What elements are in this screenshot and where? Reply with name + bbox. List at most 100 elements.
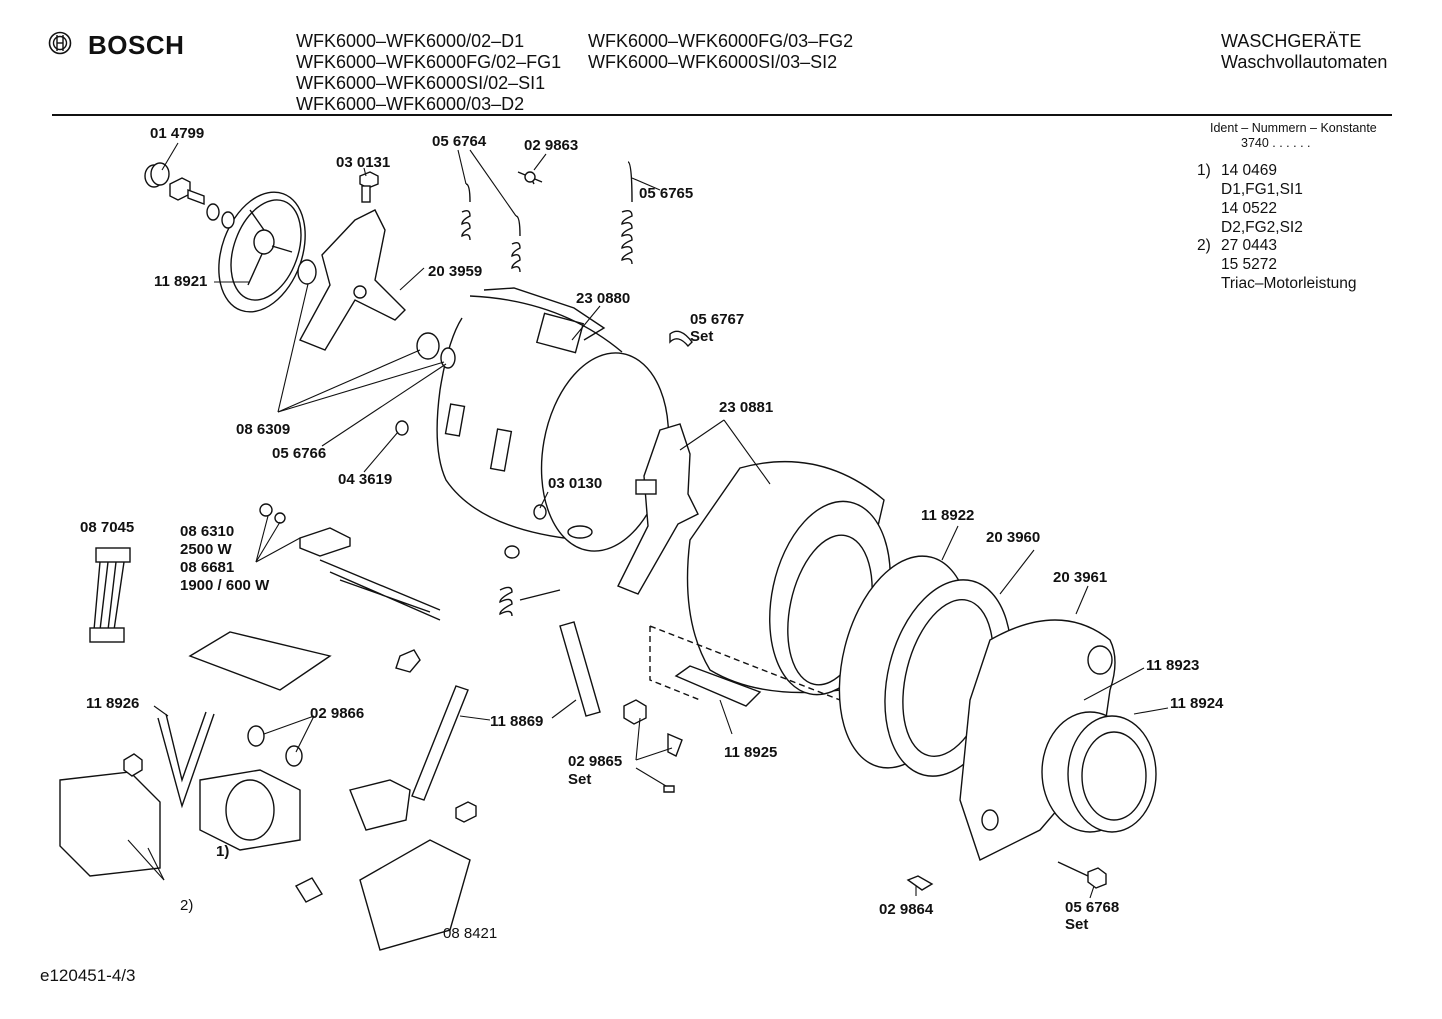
part-label: 11 8921 [154, 273, 208, 290]
part-label: 04 3619 [338, 471, 393, 488]
bolt-030131 [359, 171, 379, 203]
spring-056765 [621, 161, 633, 265]
model-line: WFK6000–WFK6000SI/02–SI1 [296, 73, 546, 93]
bearing-ring-014799 [144, 162, 170, 188]
bosch-logo: BOSCH [48, 30, 184, 61]
small-bracket [294, 877, 324, 903]
screw-056768 [1057, 861, 1107, 889]
outer-tub [436, 287, 670, 552]
model-line: WFK6000–WFK6000/03–D2 [296, 94, 525, 114]
part-label: 05 6765 [639, 185, 694, 202]
ident-line: 14 0469 [1221, 162, 1278, 179]
part-label: 05 6767 [690, 311, 745, 328]
part-label: 11 8924 [1170, 695, 1224, 712]
spring-cap [504, 545, 520, 559]
leader-lines [127, 142, 1169, 899]
part-label: 23 0880 [576, 290, 631, 307]
clamp-056767 [669, 330, 693, 348]
part-label: Set [1065, 916, 1089, 933]
model-list-1: WFK6000–WFK6000/02–D1 WFK6000–WFK6000FG/… [296, 31, 561, 115]
screw [123, 753, 143, 777]
ident-line: Triac–Motorleistung [1221, 275, 1357, 292]
plug-030130 [533, 504, 547, 520]
part-label: 08 7045 [80, 519, 135, 536]
seal-056766 [416, 332, 456, 369]
part-label: 08 8421 [443, 925, 498, 942]
note-marker: 1) [216, 843, 230, 860]
shock-absorber-118869-a [559, 621, 601, 717]
part-label: 05 6768 [1065, 899, 1120, 916]
part-label: 08 6309 [236, 421, 291, 438]
category: WASCHGERÄTE [1221, 31, 1362, 51]
ident-line: 27 0443 [1221, 237, 1278, 254]
spring-056764-a [461, 183, 471, 241]
drive-belt [157, 711, 215, 809]
hex-bolt [169, 177, 235, 229]
ident-title: Ident – Nummern – Konstante [1210, 121, 1377, 135]
bosch-armature-icon [48, 31, 72, 55]
part-label: 2500 W [180, 541, 232, 558]
heater-bracket [188, 631, 332, 691]
subcategory: Waschvollautomaten [1221, 52, 1388, 72]
part-label: 20 3961 [1053, 569, 1108, 586]
part-label: 08 6310 [180, 523, 235, 540]
nut-029865 [667, 732, 683, 757]
filter-dash-outline [649, 625, 841, 701]
part-label: 20 3959 [428, 263, 483, 280]
part-label: 1900 / 600 W [180, 577, 270, 594]
part-label: 11 8923 [1146, 657, 1200, 674]
model-list-2: WFK6000–WFK6000FG/03–FG2 WFK6000–WFK6000… [588, 31, 853, 73]
part-label: 08 6681 [180, 559, 235, 576]
ident-line: D1,FG1,SI1 [1221, 181, 1303, 198]
part-label: 11 8869 [490, 713, 544, 730]
clip-029864 [906, 875, 934, 891]
ident-note-1: 14 0469 D1,FG1,SI1 14 0522 D2,FG2,SI2 [1221, 161, 1303, 237]
motor [199, 769, 301, 851]
screw-029865 [623, 699, 647, 725]
door-lock-088421 [359, 839, 471, 951]
part-label: 02 9865 [568, 753, 623, 770]
tub-spring [499, 586, 561, 617]
model-line: WFK6000–WFK6000SI/03–SI2 [588, 52, 838, 72]
ident-note-1-num: 1) [1197, 162, 1211, 179]
brand-name: BOSCH [88, 30, 185, 60]
part-label: 05 6766 [272, 445, 327, 462]
note-marker: 2) [180, 897, 194, 914]
part-label: 02 9864 [879, 901, 934, 918]
model-line: WFK6000–WFK6000FG/02–FG1 [296, 52, 562, 72]
door-collar [1041, 711, 1157, 833]
drum-star-bracket [299, 209, 406, 351]
part-label: 05 6764 [432, 133, 487, 150]
part-label: 02 9863 [524, 137, 579, 154]
inner-drum [686, 460, 891, 696]
lint-filter [674, 665, 762, 707]
pump-bracket [349, 779, 411, 831]
document-id: e120451-4/3 [40, 966, 136, 985]
ident-constant: 3740 . . . . . . [1241, 136, 1311, 150]
ident-line: 15 5272 [1221, 256, 1278, 273]
header-rule [52, 114, 1392, 116]
spring-056764-b [511, 215, 521, 273]
part-label: 02 9866 [310, 705, 365, 722]
ident-note-2-num: 2) [1197, 237, 1211, 254]
part-label: 20 3960 [986, 529, 1041, 546]
clip-029863 [517, 171, 543, 185]
model-line: WFK6000–WFK6000FG/03–FG2 [588, 31, 854, 51]
foot-029866-a [247, 725, 265, 747]
part-label: 11 8925 [724, 744, 778, 761]
part-label: Set [568, 771, 592, 788]
shock-absorber-118869-b [411, 685, 469, 801]
ident-line: D2,FG2,SI2 [1221, 219, 1303, 236]
wiring-harness [89, 547, 131, 643]
heating-element [259, 503, 441, 621]
drum-spider [617, 423, 699, 595]
part-label: 03 0130 [548, 475, 603, 492]
bolt [395, 649, 421, 673]
part-label: 01 4799 [150, 125, 205, 142]
part-label: 11 8922 [921, 507, 975, 524]
motor-control-module [59, 771, 161, 877]
part-label: 11 8926 [86, 695, 140, 712]
part-label: Set [690, 328, 714, 345]
category-block: WASCHGERÄTE Waschvollautomaten [1221, 31, 1387, 73]
